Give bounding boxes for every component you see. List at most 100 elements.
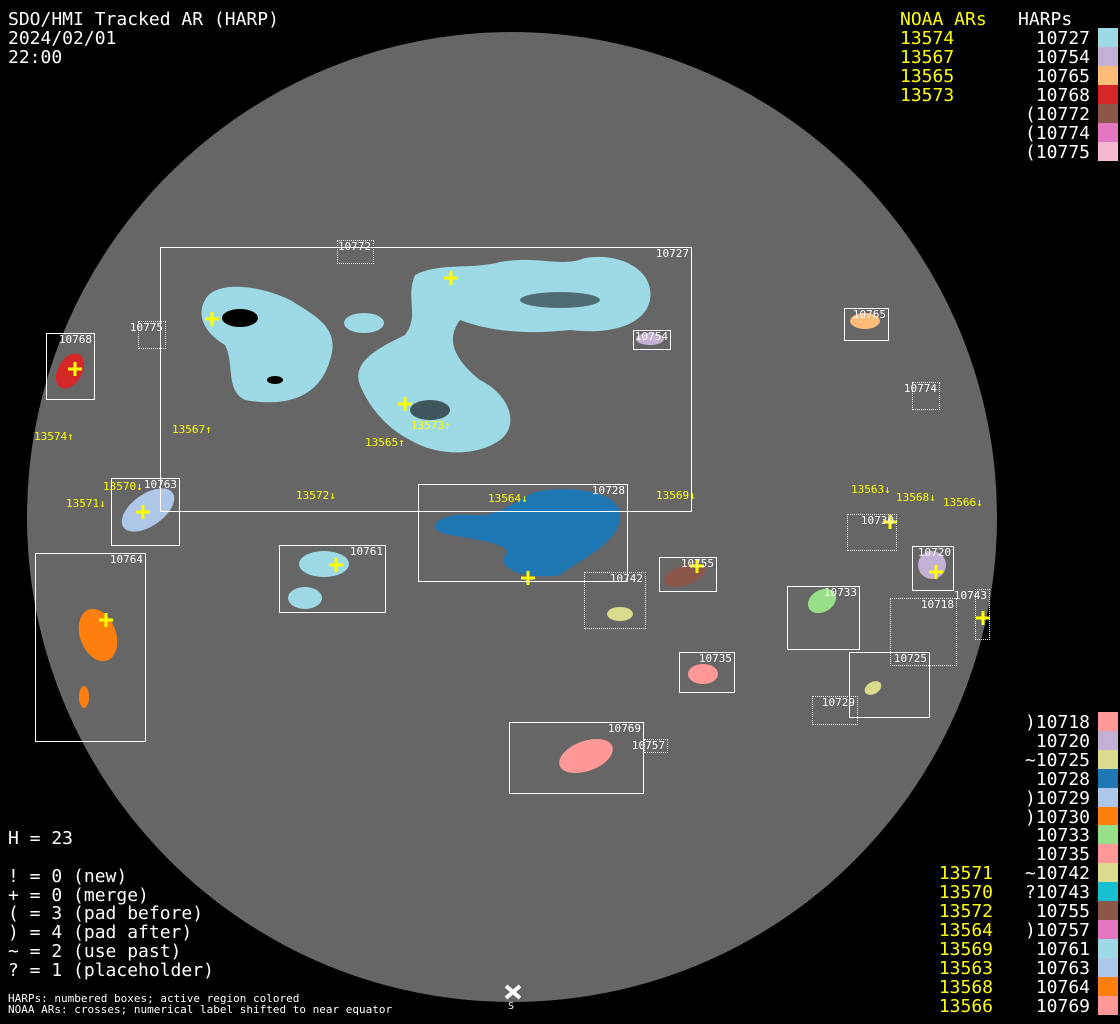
noaa-ar-label: 13570↓ bbox=[103, 480, 143, 493]
harp-box-label: 10764 bbox=[109, 553, 143, 566]
harp-10768-region bbox=[55, 353, 85, 389]
harp-10769-region bbox=[559, 738, 613, 774]
harp-box-label: 10727 bbox=[655, 247, 689, 260]
harp-item: )10757 bbox=[1024, 919, 1090, 941]
page-title: SDO/HMI Tracked AR (HARP) bbox=[8, 9, 279, 30]
harp-10764-region-2 bbox=[79, 686, 89, 708]
harp-10725-region bbox=[864, 681, 882, 695]
harp-box-label: 10718 bbox=[920, 598, 954, 611]
harp-item: 10720 bbox=[1035, 730, 1090, 752]
footnote-harps: HARPs: numbered boxes; active region col… bbox=[8, 992, 300, 1005]
harp-box-label: 10763 bbox=[143, 478, 177, 491]
harp-box-label: 10772 bbox=[337, 240, 371, 253]
harp-item: 10764 bbox=[1035, 976, 1090, 998]
harp-item: ~10742 bbox=[1024, 863, 1090, 885]
status-legend-line: + = 0 (merge) bbox=[8, 884, 149, 906]
harp-color-swatch bbox=[1098, 957, 1118, 977]
noaa-ar-label: 13569↓ bbox=[656, 489, 696, 502]
harp-count: H = 23 bbox=[8, 828, 74, 849]
noaa-ar-label: 13565↑ bbox=[365, 436, 405, 449]
harp-box: 10728 bbox=[418, 484, 628, 582]
harp-box: 10727 bbox=[160, 247, 692, 512]
harp-item: 10761 bbox=[1035, 938, 1090, 960]
noaa-ar-item: 13572 bbox=[938, 901, 993, 922]
noaa-ar-crosses bbox=[68, 271, 990, 627]
harp-box-label: 10754 bbox=[634, 330, 668, 343]
harp-box: 10729 bbox=[812, 696, 858, 725]
noaa-cross-icon bbox=[205, 312, 219, 326]
harp-item: (10775 bbox=[1024, 142, 1090, 163]
harp-box: 10755 bbox=[659, 557, 717, 592]
harp-item: ~10725 bbox=[1024, 749, 1090, 771]
harp-item: 10733 bbox=[1035, 825, 1090, 847]
harp-color-swatch bbox=[1098, 919, 1118, 939]
harp-box: 10720 bbox=[912, 546, 954, 591]
harp-box-label: 10743 bbox=[953, 589, 987, 602]
noaa-ar-item: 13568 bbox=[938, 976, 993, 998]
harp-color-swatch bbox=[1098, 104, 1118, 123]
harp-item: 10727 bbox=[1035, 28, 1090, 49]
harp-box: 10735 bbox=[679, 652, 735, 693]
noaa-ar-item: 13571 bbox=[938, 863, 993, 885]
harp-10763-region bbox=[121, 488, 175, 532]
harp-box-label: 10761 bbox=[349, 545, 383, 558]
harp-color-swatch bbox=[1098, 142, 1118, 161]
harp-item: 10755 bbox=[1035, 901, 1090, 922]
noaa-ar-item: 13563 bbox=[938, 957, 993, 979]
harp-box: 10754 bbox=[633, 330, 671, 350]
noaa-ar-label: 13571↓ bbox=[66, 497, 106, 510]
harp-item: )10718 bbox=[1024, 712, 1090, 733]
harp-box-label: 10729 bbox=[821, 696, 855, 709]
harp-item: 10728 bbox=[1035, 768, 1090, 790]
harp-box: 10742 bbox=[584, 572, 646, 629]
status-legend-line: ? = 1 (placeholder) bbox=[8, 959, 214, 981]
harp-color-swatch bbox=[1098, 901, 1118, 920]
harp-color-swatch bbox=[1098, 768, 1118, 788]
status-legend-line: ( = 3 (pad before) bbox=[8, 903, 204, 925]
harp-box: 10725 bbox=[849, 652, 930, 718]
harp-box: 10768 bbox=[46, 333, 95, 400]
harp-box: 10774 bbox=[904, 382, 940, 410]
harp-box: 10761 bbox=[279, 545, 386, 613]
noaa-cross-icon bbox=[444, 271, 458, 285]
harp-box: 10763 bbox=[111, 478, 180, 546]
harp-10733-region bbox=[807, 588, 837, 614]
harp-10754-region bbox=[636, 333, 664, 345]
harp-box-label: 10769 bbox=[607, 722, 641, 735]
noaa-cross-icon bbox=[68, 362, 82, 376]
harp-box: 10775 bbox=[130, 321, 166, 349]
harp-10728-region bbox=[435, 489, 621, 577]
noaa-ar-label: 13574↑ bbox=[34, 430, 74, 443]
status-legend-line: ~ = 2 (use past) bbox=[8, 940, 182, 962]
harp-item: )10730 bbox=[1024, 806, 1090, 828]
noaa-ar-item: 13566 bbox=[938, 995, 993, 1017]
harp-color-swatch bbox=[1098, 938, 1118, 958]
harp-box-label: 10735 bbox=[698, 652, 732, 665]
harp-color-swatch bbox=[1098, 749, 1118, 769]
noaa-ar-item: 13569 bbox=[938, 938, 993, 960]
harp-color-swatch bbox=[1098, 995, 1118, 1015]
harp-10735-region bbox=[688, 664, 718, 684]
harp-color-swatch bbox=[1098, 85, 1118, 104]
harp-item: )10729 bbox=[1024, 787, 1090, 809]
harp-box: 10730 bbox=[847, 514, 897, 551]
status-legend-line: ) = 4 (pad after) bbox=[8, 922, 193, 944]
harp-color-swatch bbox=[1098, 712, 1118, 731]
harp-item: 10768 bbox=[1035, 85, 1090, 106]
harp-item: 10769 bbox=[1035, 995, 1090, 1017]
harp-10742-region bbox=[607, 607, 633, 621]
harp-color-swatch bbox=[1098, 882, 1118, 902]
harp-color-swatch bbox=[1098, 787, 1118, 807]
harp-item: 10754 bbox=[1035, 47, 1090, 68]
harp-box: 10764 bbox=[35, 553, 146, 742]
harp-10765-region bbox=[850, 313, 880, 329]
harp-box: 10772 bbox=[337, 240, 374, 264]
noaa-cross-icon bbox=[521, 571, 535, 585]
harp-10761-region-2 bbox=[288, 587, 322, 609]
harp-box-label: 10730 bbox=[860, 514, 894, 527]
harp-box-label: 10755 bbox=[680, 557, 714, 570]
harp-color-swatch bbox=[1098, 730, 1118, 750]
harp-10755-region bbox=[664, 562, 706, 588]
noaa-ar-label: 13568↓ bbox=[896, 491, 936, 504]
harp-box-label: 10768 bbox=[58, 333, 92, 346]
